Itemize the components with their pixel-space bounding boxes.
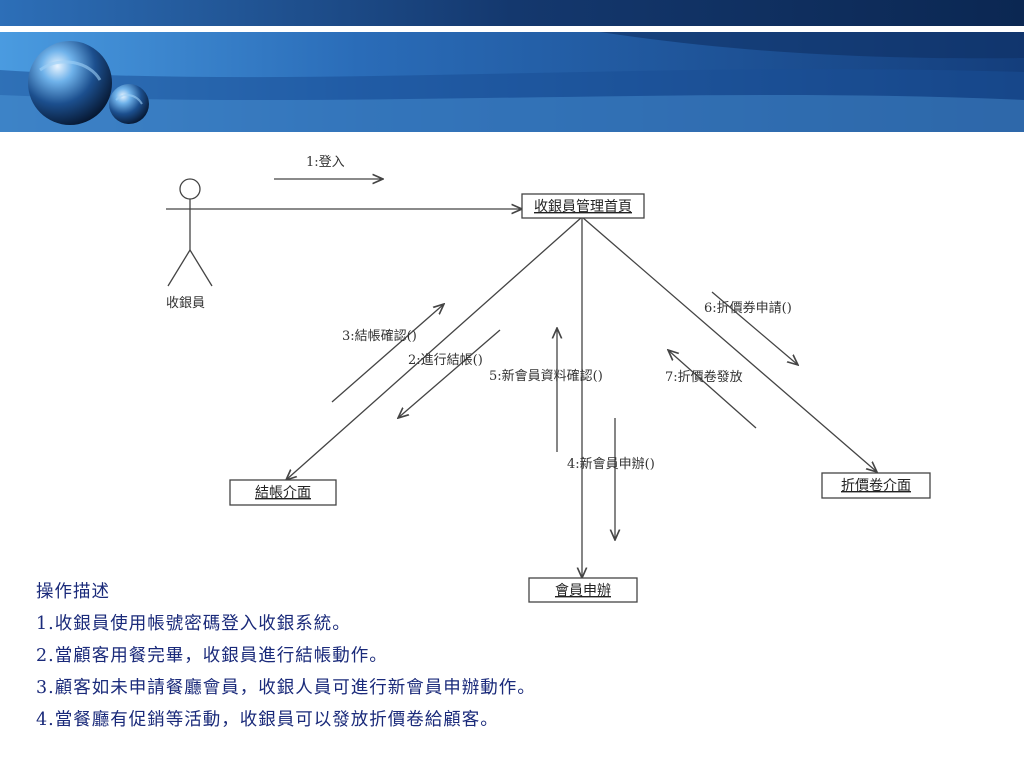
box-coupon: 折價卷介面 — [821, 472, 931, 499]
message-2-label: 2:進行結帳() — [408, 353, 483, 368]
description-item-3: 3.顧客如未申請餐廳會員，收銀人員可進行新會員申辦動作。 — [36, 678, 536, 698]
cashier-actor — [167, 178, 213, 287]
operation-description: 操作描述 1.收銀員使用帳號密碼登入收銀系統。 2.當顧客用餐完畢，收銀員進行結… — [36, 576, 996, 736]
association-lines — [166, 209, 877, 578]
logo-spheres-icon — [28, 41, 149, 125]
box-home-label: 收銀員管理首頁 — [534, 199, 632, 215]
message-1-label: 1:登入 — [306, 155, 345, 170]
box-checkout: 結帳介面 — [229, 479, 337, 506]
description-item-2: 2.當顧客用餐完畢，收銀員進行結帳動作。 — [36, 646, 388, 666]
message-5-label: 5:新會員資料確認() — [489, 368, 603, 384]
actor-label: 收銀員 — [166, 296, 205, 311]
message-arrows — [274, 179, 798, 540]
message-4-label: 4:新會員申辦() — [567, 456, 655, 472]
message-3-label: 3:結帳確認() — [342, 328, 417, 344]
box-member-label: 會員申辦 — [555, 583, 611, 599]
description-item-4: 4.當餐廳有促銷等活動，收銀員可以發放折價卷給顧客。 — [36, 710, 499, 730]
header-banner — [0, 0, 1024, 140]
message-7-label: 7:折價卷發放 — [665, 369, 743, 385]
message-6-label: 6:折價券申請() — [704, 300, 792, 316]
box-checkout-label: 結帳介面 — [255, 485, 311, 501]
collaboration-diagram: 收銀員 收銀員管理首頁 結帳介面 會員申辦 — [166, 155, 931, 603]
box-member: 會員申辦 — [528, 577, 638, 603]
description-item-1: 1.收銀員使用帳號密碼登入收銀系統。 — [36, 614, 351, 634]
description-heading: 操作描述 — [36, 582, 110, 602]
box-coupon-label: 折價卷介面 — [841, 477, 911, 494]
box-home: 收銀員管理首頁 — [521, 193, 645, 219]
